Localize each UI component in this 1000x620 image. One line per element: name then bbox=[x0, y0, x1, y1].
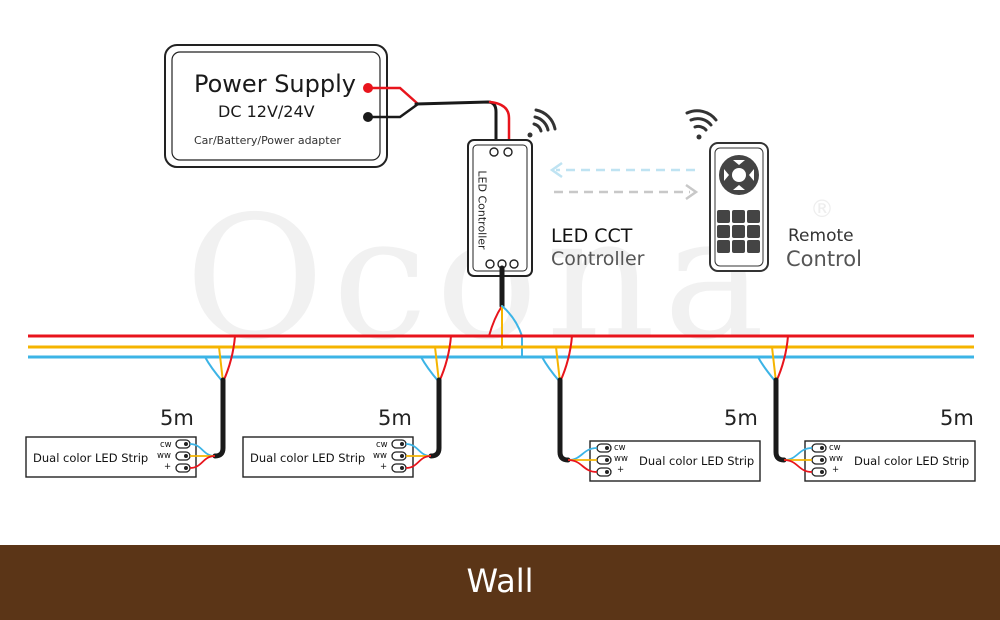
strip-fanout-wire bbox=[783, 459, 813, 473]
remote-key bbox=[732, 210, 745, 223]
strip-pin-cw: cw bbox=[160, 440, 172, 450]
strip-pin-ww: ww bbox=[157, 451, 171, 461]
strip-feed-cable bbox=[557, 377, 571, 463]
strip-feed-cable bbox=[212, 377, 226, 459]
remote-key bbox=[717, 210, 730, 223]
tap-wire-warm bbox=[218, 346, 224, 383]
led-strip-box bbox=[25, 436, 197, 478]
psu-output-cable bbox=[366, 86, 511, 150]
strip-pin-plus: + bbox=[617, 465, 625, 475]
controller-output-cable bbox=[488, 265, 523, 358]
strip-pin-ww: ww bbox=[614, 454, 628, 464]
remote-wireless-icon bbox=[685, 109, 718, 140]
strip-pin-plus: + bbox=[832, 465, 840, 475]
remote-control bbox=[709, 142, 769, 272]
led-strip-box bbox=[804, 440, 976, 482]
strip-fanout-wire bbox=[189, 455, 216, 469]
controller-caption-line1: LED CCT bbox=[551, 225, 633, 247]
strip-connector-pin bbox=[184, 442, 188, 446]
registered-mark: ® bbox=[810, 195, 834, 223]
controller-wireless-icon bbox=[527, 108, 557, 138]
strip-connector-pin bbox=[605, 458, 609, 462]
remote-keypad bbox=[717, 210, 760, 253]
tap-wire-positive bbox=[559, 335, 573, 383]
strip-connector-pin bbox=[820, 446, 824, 450]
strip-connector-pin bbox=[605, 446, 609, 450]
tap-wire-positive bbox=[438, 335, 452, 383]
remote-key bbox=[747, 225, 760, 238]
led-strip-box bbox=[589, 440, 761, 482]
power-supply-subtitle: Car/Battery/Power adapter bbox=[194, 134, 341, 147]
strip-pin-ww: ww bbox=[373, 451, 387, 461]
remote-caption-line2: Control bbox=[786, 247, 862, 271]
strip-name-label: Dual color LED Strip bbox=[854, 454, 970, 468]
strip-length-label: 5m bbox=[378, 406, 412, 430]
strip-name-label: Dual color LED Strip bbox=[250, 451, 366, 465]
strip-pin-cw: cw bbox=[376, 440, 388, 450]
tap-wire-warm bbox=[555, 346, 561, 383]
strip-connector-pin bbox=[184, 454, 188, 458]
strip-connector-pin bbox=[820, 470, 824, 474]
arrow-head-left bbox=[549, 161, 563, 179]
wireless-signal-arrows bbox=[554, 168, 695, 194]
strip-length-label: 5m bbox=[724, 406, 758, 430]
strip-fanout-wire bbox=[405, 455, 432, 469]
remote-key bbox=[717, 225, 730, 238]
remote-key bbox=[732, 225, 745, 238]
remote-key bbox=[747, 240, 760, 253]
strip-connector-pin bbox=[820, 458, 824, 462]
strip-length-label: 5m bbox=[940, 406, 974, 430]
strip-fanout-wire bbox=[567, 459, 598, 473]
power-supply-voltage: DC 12V/24V bbox=[218, 102, 315, 121]
tap-wire-positive bbox=[222, 335, 236, 383]
strip-pin-plus: + bbox=[164, 462, 172, 472]
power-supply-box bbox=[164, 44, 388, 168]
wall-band bbox=[0, 545, 1000, 620]
strip-connector-pin bbox=[400, 454, 404, 458]
tap-wire-warm bbox=[434, 346, 440, 383]
strip-connector-pin bbox=[184, 466, 188, 470]
controller-caption-line2: Controller bbox=[551, 248, 645, 270]
strip-feed-cable bbox=[773, 377, 787, 463]
led-strip-box bbox=[242, 436, 414, 478]
strip-graphics bbox=[25, 335, 976, 482]
strip-length-label: 5m bbox=[160, 406, 194, 430]
remote-key bbox=[747, 210, 760, 223]
tap-wire-positive bbox=[775, 335, 789, 383]
controller-body-label: LED Controller bbox=[475, 170, 489, 250]
strip-feed-cable bbox=[428, 377, 442, 459]
power-supply-title: Power Supply bbox=[194, 70, 356, 98]
remote-caption-line1: Remote bbox=[788, 226, 854, 246]
arrow-head-right bbox=[685, 183, 699, 201]
strip-connector-pin bbox=[400, 442, 404, 446]
remote-key bbox=[717, 240, 730, 253]
wall-label: Wall bbox=[466, 562, 534, 600]
remote-key bbox=[732, 240, 745, 253]
strip-connector-pin bbox=[400, 466, 404, 470]
strip-connector-pin bbox=[605, 470, 609, 474]
strip-pin-plus: + bbox=[380, 462, 388, 472]
strip-pin-cw: cw bbox=[614, 443, 626, 453]
strip-pin-ww: ww bbox=[829, 454, 843, 464]
strip-pin-cw: cw bbox=[829, 443, 841, 453]
strip-name-label: Dual color LED Strip bbox=[639, 454, 755, 468]
tap-wire-warm bbox=[771, 346, 777, 383]
strip-name-label: Dual color LED Strip bbox=[33, 451, 149, 465]
